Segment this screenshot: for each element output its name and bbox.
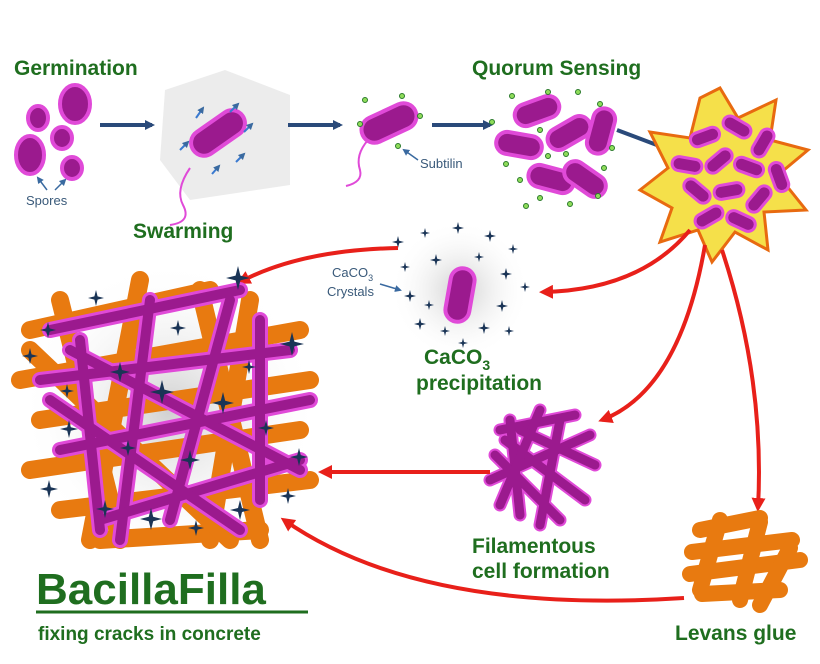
subtitle: fixing cracks in concrete xyxy=(38,624,261,645)
spores-pointer xyxy=(36,176,48,191)
subtilin-dot xyxy=(417,113,423,119)
spores-cluster xyxy=(14,83,92,181)
result-mesh xyxy=(11,260,320,560)
burst-bacterium xyxy=(767,160,791,194)
burst-bacterium xyxy=(712,181,746,201)
burst-bacterium xyxy=(750,127,776,159)
burst-bacterium xyxy=(682,177,712,205)
quorum-bacterium xyxy=(545,113,593,152)
subtilin-dot xyxy=(395,143,401,149)
filamentous-label-line2: cell formation xyxy=(472,560,610,583)
spore xyxy=(14,134,46,176)
filament-tangle xyxy=(483,403,602,532)
swarming-label: Swarming xyxy=(133,220,233,243)
filamentous-label-line1: Filamentous xyxy=(472,535,596,558)
arrow-to-levans xyxy=(720,249,766,512)
spore xyxy=(60,155,84,181)
flagellum xyxy=(345,139,369,187)
burst-bacterium xyxy=(670,155,704,175)
burst-bacterium xyxy=(688,125,722,149)
subtilin-dot xyxy=(362,97,368,103)
motion-arrow xyxy=(229,102,240,113)
spore xyxy=(26,104,50,132)
flagellum xyxy=(169,167,191,226)
burst-bacterium xyxy=(704,147,734,175)
burst-bacterium xyxy=(745,184,773,214)
subtilin-bacterium xyxy=(359,101,419,145)
main-title: BacillaFilla xyxy=(36,565,266,614)
spore xyxy=(50,125,74,151)
swarming-bacterium xyxy=(189,108,247,158)
filament-strands xyxy=(32,282,318,548)
quorum-bacterium xyxy=(494,129,544,161)
motion-arrow xyxy=(211,164,221,175)
motion-arrow xyxy=(243,122,254,133)
subtilin-dot xyxy=(357,121,363,127)
quorum-bacterium xyxy=(584,106,618,156)
caco3-label: CaCO3 xyxy=(424,346,490,373)
motion-arrow xyxy=(195,106,205,119)
levans-glue-label: Levans glue xyxy=(675,622,796,645)
crystals-label-line2: Crystals xyxy=(327,284,374,299)
precipitation-bacterium xyxy=(443,266,477,324)
motion-arrow xyxy=(179,140,190,151)
arrow-levans-to-result xyxy=(280,517,685,603)
subtilin-dot xyxy=(399,93,405,99)
precipitation-group: CaCO3 Crystals xyxy=(327,220,530,360)
motion-arrow xyxy=(235,152,246,163)
arrow-to-filamentous xyxy=(598,244,707,423)
crystals-pointer xyxy=(379,283,402,292)
arrow-precipitation-to-result xyxy=(236,246,399,284)
quorum-cluster xyxy=(494,93,618,199)
burst-bacterium xyxy=(725,209,757,233)
spore xyxy=(58,83,92,125)
crystals-label-line1: CaCO3 xyxy=(332,265,373,283)
quorum-signals xyxy=(489,89,615,209)
quorum-bacterium xyxy=(562,159,608,199)
quorum-bacterium xyxy=(512,93,562,129)
precipitation-label: precipitation xyxy=(416,372,542,395)
activation-burst xyxy=(637,86,812,265)
subtilin-label: Subtilin xyxy=(420,156,463,171)
subtilin-group: Subtilin xyxy=(345,93,463,187)
levans-glue-blob xyxy=(682,510,808,613)
spores-pointer xyxy=(54,178,67,191)
subtilin-pointer xyxy=(402,148,419,161)
burst-bacterium xyxy=(732,155,766,179)
germination-label: Germination xyxy=(14,57,138,80)
swarming-group xyxy=(160,70,290,226)
arrow-to-precipitation xyxy=(539,228,692,299)
burst-bacterium xyxy=(693,204,725,230)
quorum-sensing-label: Quorum Sensing xyxy=(472,57,641,80)
burst-bacterium xyxy=(721,114,753,140)
spores-label: Spores xyxy=(26,193,68,208)
